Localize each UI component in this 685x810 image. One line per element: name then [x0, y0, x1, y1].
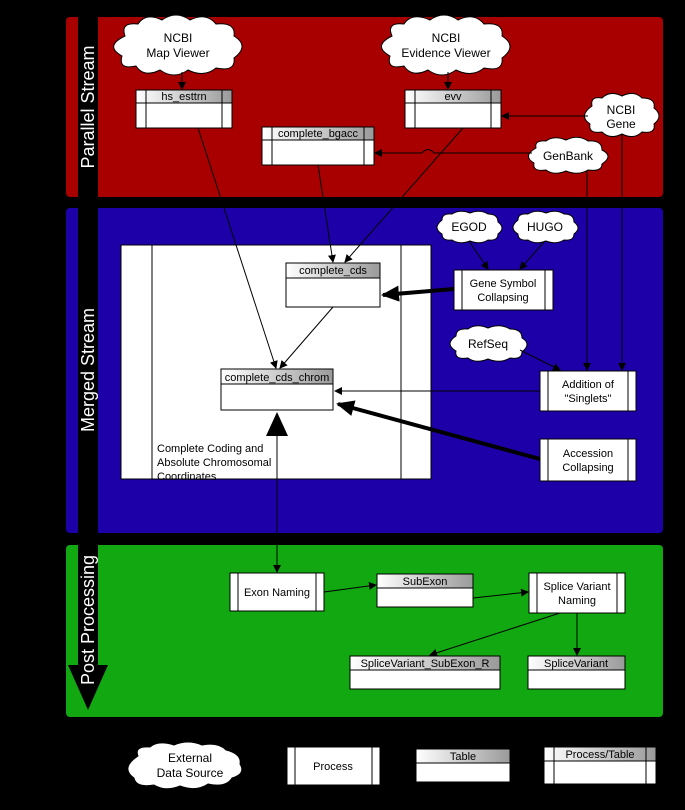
cds-chrom-up-arrow-icon — [266, 412, 288, 436]
container-caption-line2: Absolute Chromosomal — [157, 457, 271, 469]
complete-bgacc-table[interactable]: complete_bgacc — [261, 126, 375, 166]
legend-process: Process — [286, 746, 381, 786]
ncbi-gene-line2: Gene — [606, 117, 636, 131]
splicevariant-subexon-r-label: SpliceVariant_SubExon_R — [361, 658, 490, 670]
post-processing-panel — [66, 545, 663, 717]
splicevariant-table[interactable]: SpliceVariant — [527, 655, 626, 690]
genbank-label: GenBank — [543, 149, 594, 163]
legend-table: Table — [415, 748, 511, 783]
ncbi-gene-source: NCBI Gene — [584, 92, 660, 138]
exon-naming-process[interactable]: Exon Naming — [229, 572, 325, 612]
evv-to-cds — [344, 127, 464, 263]
legend-external-line2: Data Source — [157, 766, 224, 780]
ncbi-gene-line1: NCBI — [607, 103, 636, 117]
refseq-source: RefSeq — [449, 325, 528, 362]
egod-to-gene-symbol — [468, 240, 489, 270]
ncbi-evidence-viewer-line1: NCBI — [432, 31, 461, 45]
hs-esttrn-table[interactable]: hs_esttrn — [135, 89, 233, 129]
flow-arrow-icon — [68, 17, 108, 710]
accession-to-cds-chrom-arrow — [336, 400, 541, 461]
splice-variant-naming-line1: Splice Variant — [543, 581, 610, 593]
genbank-to-complete-bgacc — [374, 149, 532, 157]
container-caption-line3: Coordinates — [157, 471, 217, 483]
merged-stream-label: Merged Stream — [78, 308, 98, 432]
addition-of-singlets-line1: Addition of — [562, 379, 615, 391]
genbank-source: GenBank — [528, 136, 609, 174]
legend-process-table: Process/Table — [543, 746, 657, 785]
complete-cds-chrom-table[interactable]: complete_cds_chrom — [220, 368, 334, 411]
hugo-label: HUGO — [527, 220, 563, 234]
subexon-label: SubExon — [403, 576, 448, 588]
refseq-label: RefSeq — [468, 337, 508, 351]
legend-table-label: Table — [450, 751, 476, 763]
addition-of-singlets-process[interactable]: Addition of "Singlets" — [539, 370, 637, 412]
complete-bgacc-label: complete_bgacc — [278, 128, 359, 140]
complete-coding-container: Complete Coding and Absolute Chromosomal… — [120, 244, 432, 483]
hugo-to-gene-symbol — [519, 240, 546, 270]
legend-external-data-source: External Data Source — [127, 741, 243, 790]
parallel-stream-label: Parallel Stream — [78, 45, 98, 168]
refseq-to-singlets — [519, 349, 561, 371]
splicevariant-subexon-r-table[interactable]: SpliceVariant_SubExon_R — [349, 655, 501, 690]
splice-naming-to-sv-subexon-r — [429, 612, 561, 657]
accession-collapsing-line1: Accession — [563, 448, 613, 460]
bgacc-to-cds — [317, 164, 336, 263]
legend-process-label: Process — [313, 761, 353, 773]
exon-naming-to-subexon — [323, 581, 377, 593]
egod-source: EGOD — [436, 210, 503, 244]
complete-cds-label: complete_cds — [299, 265, 367, 277]
evv-table[interactable]: evv — [404, 89, 502, 129]
ncbi-map-viewer-line2: Map Viewer — [146, 46, 209, 60]
gene-symbol-to-cds-arrow — [381, 285, 455, 302]
hs-esttrn-to-cds-chrom — [197, 127, 278, 369]
subexon-to-splice-naming — [472, 588, 529, 599]
addition-of-singlets-line2: "Singlets" — [565, 393, 612, 405]
accession-collapsing-process[interactable]: Accession Collapsing — [539, 438, 637, 482]
subexon-table[interactable]: SubExon — [376, 573, 474, 608]
splice-variant-naming-process[interactable]: Splice Variant Naming — [528, 572, 626, 614]
cds-to-cds-chrom — [279, 306, 334, 369]
splice-variant-naming-line2: Naming — [558, 595, 596, 607]
accession-collapsing-line2: Collapsing — [562, 462, 613, 474]
evv-label: evv — [444, 91, 462, 103]
complete-cds-table[interactable]: complete_cds — [285, 262, 381, 308]
gene-symbol-collapsing-line2: Collapsing — [477, 292, 528, 304]
hugo-source: HUGO — [512, 210, 579, 244]
splicevariant-label: SpliceVariant — [544, 658, 608, 670]
container-caption-line1: Complete Coding and — [157, 443, 263, 455]
post-processing-label: Post Processing — [78, 555, 98, 685]
legend-process-table-label: Process/Table — [565, 749, 634, 761]
gene-symbol-collapsing-line1: Gene Symbol — [470, 278, 537, 290]
legend-external-line1: External — [168, 751, 212, 765]
ncbi-map-viewer-line1: NCBI — [164, 31, 193, 45]
hs-esttrn-label: hs_esttrn — [161, 91, 206, 103]
ncbi-evidence-viewer-source: NCBI Evidence Viewer — [381, 14, 511, 76]
ncbi-map-viewer-source: NCBI Map Viewer — [113, 14, 243, 76]
exon-naming-label: Exon Naming — [244, 587, 310, 599]
complete-cds-chrom-label: complete_cds_chrom — [225, 372, 330, 384]
gene-symbol-collapsing-process[interactable]: Gene Symbol Collapsing — [453, 269, 554, 311]
egod-label: EGOD — [451, 220, 487, 234]
ncbi-evidence-viewer-line2: Evidence Viewer — [401, 46, 490, 60]
